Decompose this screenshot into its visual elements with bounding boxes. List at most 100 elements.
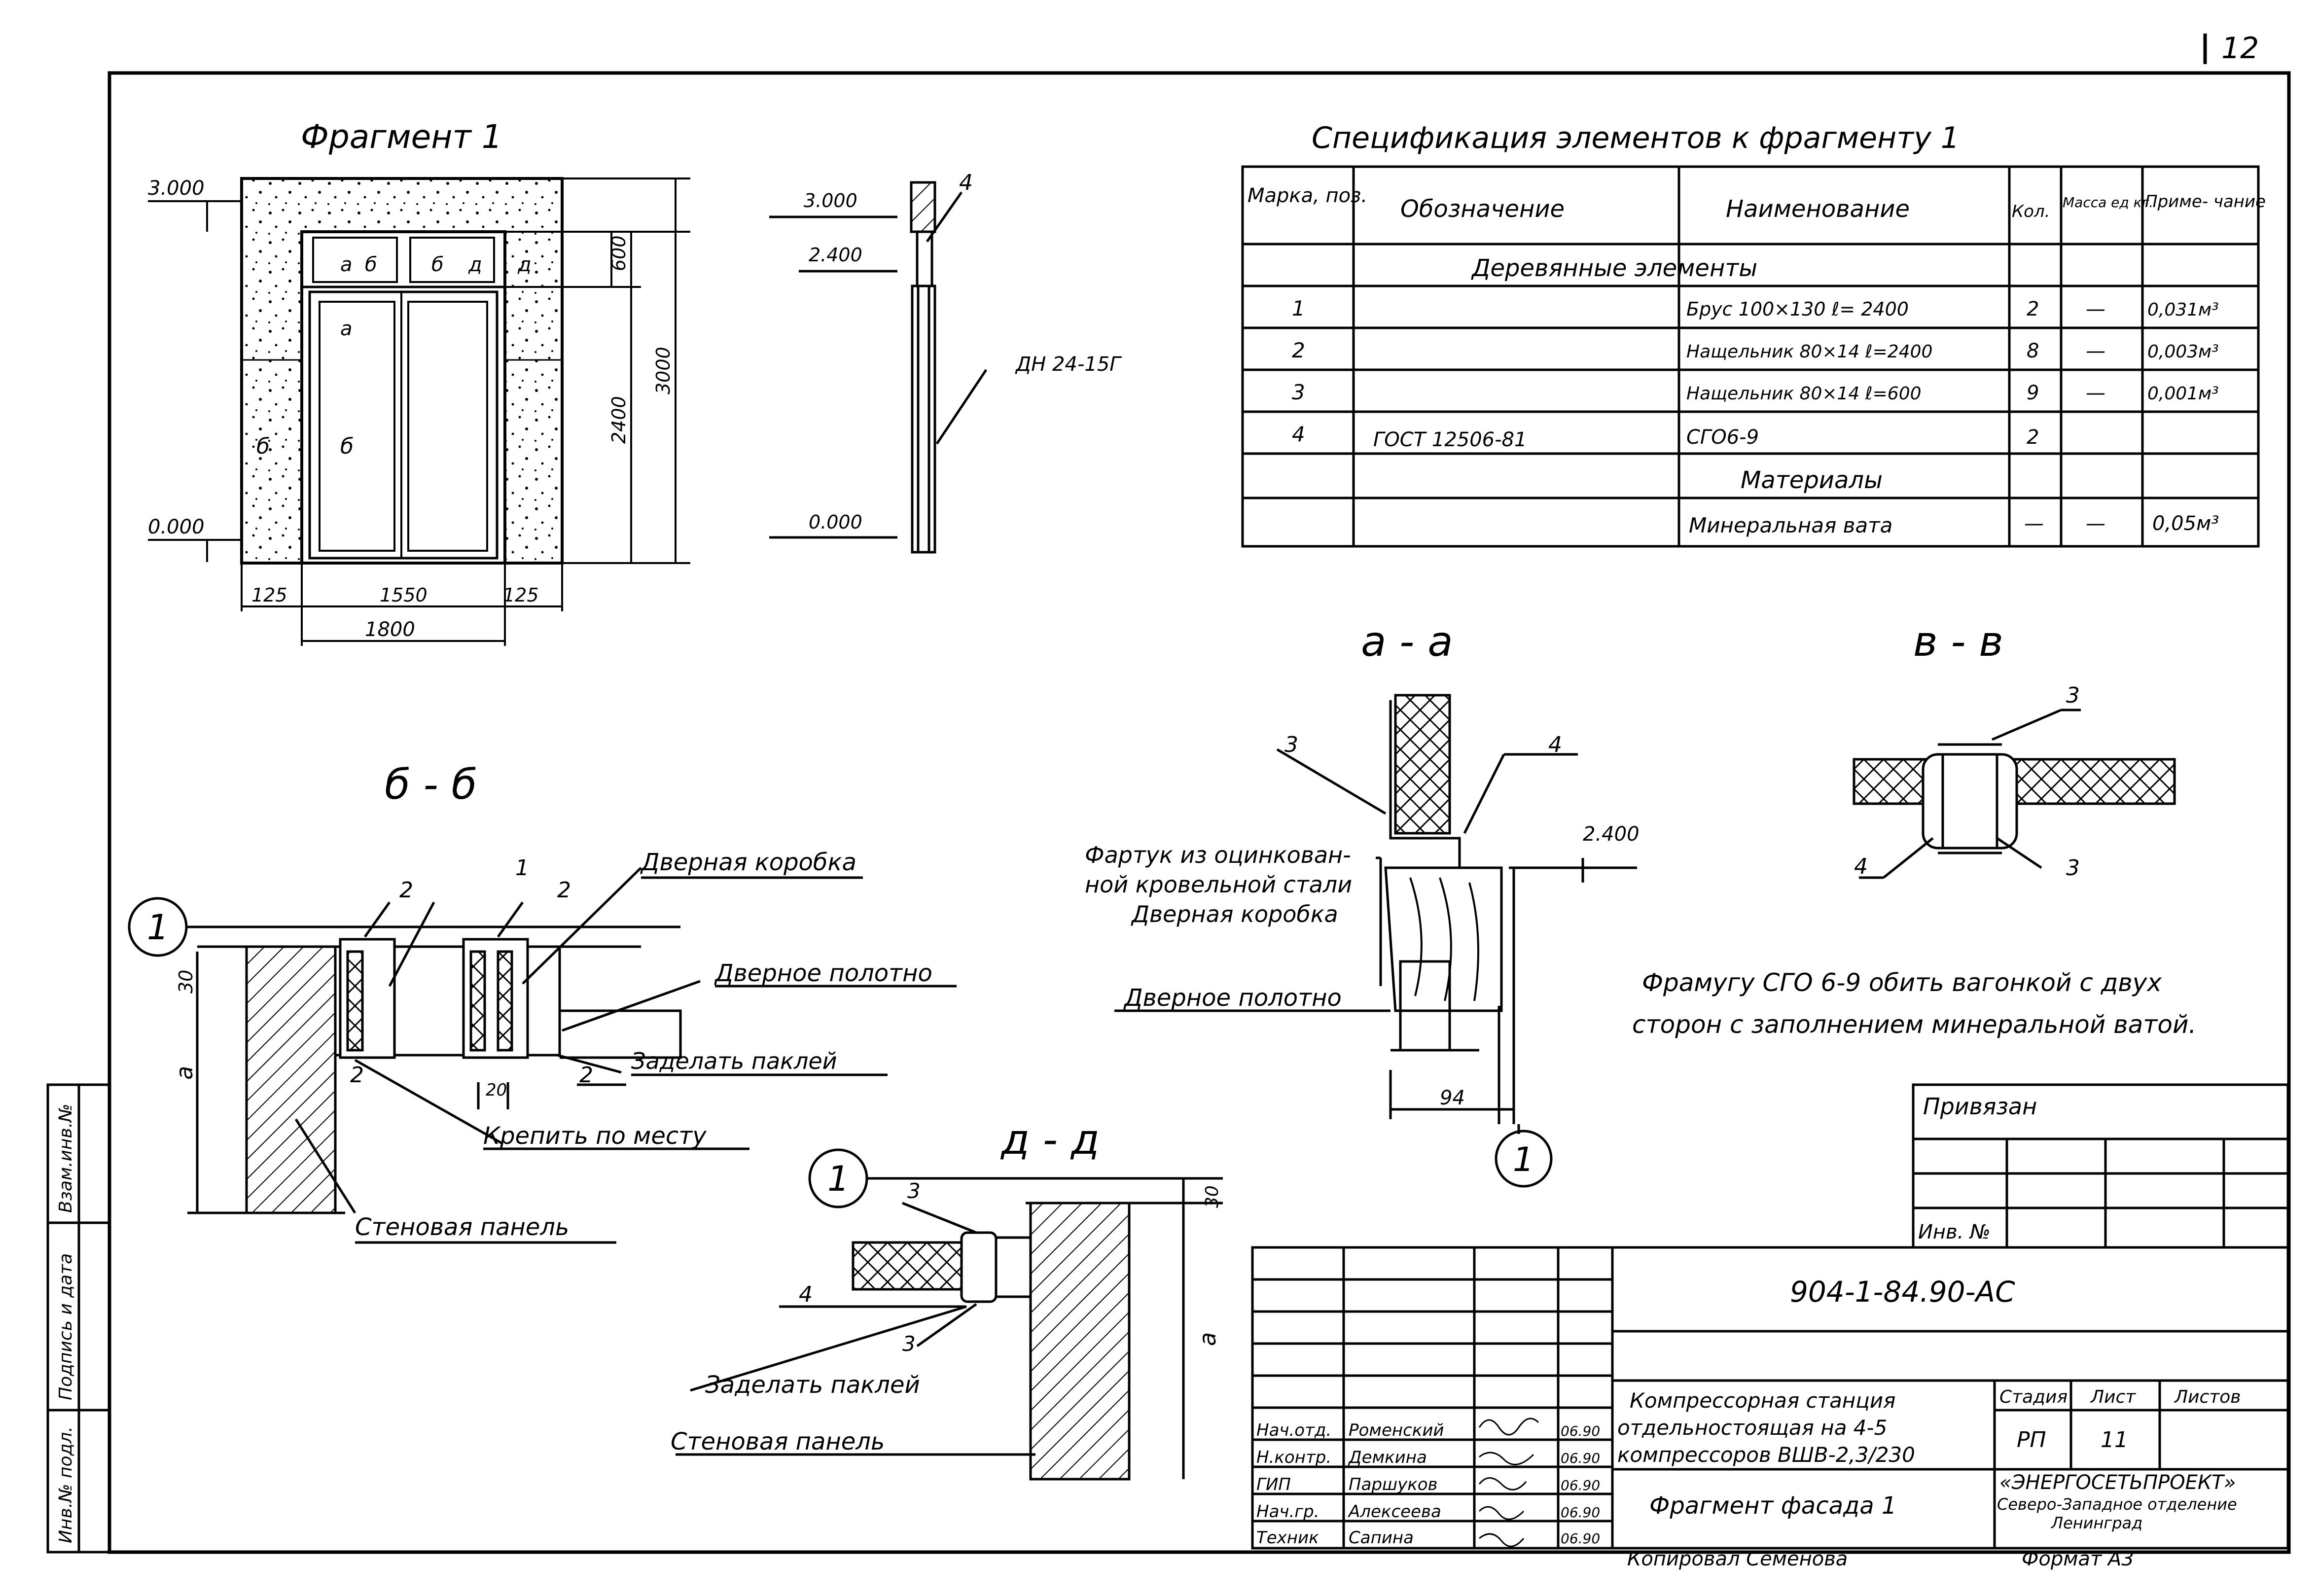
tb-inv-no: Инв. № bbox=[1918, 1221, 1991, 1243]
bb-drawing bbox=[128, 867, 957, 1244]
spec-h-mass: Масса ед кг. bbox=[2063, 194, 2153, 211]
spec-material-mass: — bbox=[2086, 512, 2105, 535]
tb-date: 06.90 bbox=[1561, 1423, 1600, 1439]
sheet-frame bbox=[107, 34, 2291, 1554]
aa-door-leaf: Дверное полотно bbox=[1123, 984, 1342, 1012]
tb-sheets-h: Листов bbox=[2174, 1387, 2241, 1407]
page-number: 12 bbox=[2221, 31, 2259, 66]
spec-material-note: 0,05м³ bbox=[2152, 512, 2219, 535]
bb-title: б - б bbox=[385, 760, 477, 809]
bb-door-leaf: Дверное полотно bbox=[714, 959, 932, 987]
elev-dim-600: 600 bbox=[608, 235, 630, 271]
tb-name: Демкина bbox=[1348, 1448, 1427, 1467]
elev-dim-125-right: 125 bbox=[503, 584, 539, 606]
elev-dim-1800: 1800 bbox=[365, 618, 415, 641]
tb-sheet: 11 bbox=[2101, 1427, 2128, 1453]
spec-row-qty: 2 bbox=[2027, 426, 2039, 449]
sect-door-label: ДН 24-15Г bbox=[1015, 353, 1122, 376]
spec-row-name: Брус 100×130 ℓ= 2400 bbox=[1686, 298, 1909, 320]
bb-callout-2d: 2 bbox=[579, 1063, 593, 1088]
tb-date: 06.90 bbox=[1561, 1504, 1600, 1521]
spec-h-name: Наименование bbox=[1726, 195, 1910, 223]
spec-row-pos: 4 bbox=[1292, 422, 1305, 446]
side-replace-inv: Взам.инв.№ bbox=[56, 1103, 76, 1213]
spec-row-note: 0,001м³ bbox=[2147, 384, 2219, 404]
elev-dim-3000: 3000 bbox=[652, 347, 674, 394]
vv-drawing bbox=[1853, 709, 2176, 879]
spec-row-mass: — bbox=[2086, 298, 2105, 320]
spec-group-wood: Деревянные элементы bbox=[1471, 254, 1757, 282]
dd-drawing bbox=[676, 1148, 1223, 1481]
tb-sheet-h: Лист bbox=[2090, 1387, 2136, 1407]
tb-date: 06.90 bbox=[1561, 1477, 1600, 1493]
spec-h-note: Приме- чание bbox=[2145, 192, 2266, 212]
tb-role: Н.контр. bbox=[1256, 1448, 1331, 1467]
tb-doc-code: 904-1-84.90-АС bbox=[1790, 1275, 2015, 1309]
spec-row-qty: 8 bbox=[2027, 340, 2039, 362]
aa-apron-2: ной кровельной стали bbox=[1085, 871, 1352, 898]
spec-row-note: 0,031м³ bbox=[2147, 300, 2219, 320]
aa-door-frame: Дверная коробка bbox=[1131, 901, 1338, 927]
tb-stage-h: Стадия bbox=[1999, 1387, 2068, 1407]
aa-dim-94: 94 bbox=[1440, 1087, 1465, 1109]
dd-callout-3b: 3 bbox=[902, 1332, 916, 1356]
elev-level-bottom: 0.000 bbox=[148, 516, 205, 538]
bb-dim-30: 30 bbox=[175, 970, 197, 993]
spec-row-pos: 3 bbox=[1292, 380, 1305, 404]
spec-rows: 1 Брус 100×130 ℓ= 2400 2 — 0,031м³ 2 Нащ… bbox=[1292, 296, 2219, 451]
elev-dim-125-left: 125 bbox=[251, 584, 287, 606]
dd-dim-a: а bbox=[1194, 1332, 1221, 1346]
tb-people: Нач.отд. Роменский 06.90 Н.контр. Демкин… bbox=[1256, 1420, 1600, 1548]
spec-group-materials: Материалы bbox=[1741, 466, 1883, 494]
tb-role: Техник bbox=[1256, 1528, 1319, 1548]
tb-date: 06.90 bbox=[1561, 1450, 1600, 1466]
spec-title: Спецификация элементов к фрагменту 1 bbox=[1312, 121, 1960, 155]
elev-level-top: 3.000 bbox=[148, 177, 205, 200]
aa-circle: 1 bbox=[1513, 1140, 1534, 1179]
spec-material-name: Минеральная вата bbox=[1689, 513, 1892, 537]
sect-level-3000: 3.000 bbox=[804, 190, 857, 212]
dd-callout-3a: 3 bbox=[907, 1179, 921, 1203]
bb-dim-20: 20 bbox=[486, 1080, 507, 1100]
tb-date: 06.90 bbox=[1561, 1530, 1600, 1547]
dd-seal: Заделать паклей bbox=[705, 1371, 920, 1399]
elev-mark-b-top2: б bbox=[431, 253, 444, 276]
aa-level: 2.400 bbox=[1583, 823, 1640, 846]
elev-dim-1550: 1550 bbox=[380, 584, 428, 606]
bb-wall: Стеновая панель bbox=[355, 1213, 569, 1241]
bb-callout-2b: 2 bbox=[557, 878, 571, 903]
bb-callout-2a: 2 bbox=[399, 878, 413, 903]
elev-mark-a-leaf: а bbox=[340, 318, 353, 340]
tb-name: Роменский bbox=[1349, 1420, 1444, 1440]
tb-project-3: компрессоров ВШВ-2,3/230 bbox=[1617, 1443, 1915, 1467]
side-inv-orig: Инв.№ подл. bbox=[56, 1426, 76, 1543]
vv-callout-3a: 3 bbox=[2066, 683, 2080, 708]
tb-privyazan: Привязан bbox=[1923, 1093, 2037, 1120]
bb-callout-2c: 2 bbox=[350, 1063, 364, 1088]
aa-title: а - а bbox=[1361, 617, 1453, 666]
door-section bbox=[769, 181, 988, 554]
vv-callout-3b: 3 bbox=[2066, 855, 2080, 881]
spec-row-name: СГО6-9 bbox=[1686, 426, 1759, 449]
dd-dim-30: 30 bbox=[1202, 1185, 1222, 1208]
aa-callout-3: 3 bbox=[1284, 732, 1298, 757]
dd-circle: 1 bbox=[827, 1159, 850, 1199]
spec-table-grid bbox=[1241, 165, 2260, 548]
side-stamp bbox=[46, 1083, 111, 1554]
tb-role: Нач.гр. bbox=[1256, 1502, 1319, 1522]
sect-level-0000: 0.000 bbox=[809, 511, 862, 533]
fragment-title: Фрагмент 1 bbox=[301, 118, 502, 156]
spec-material-qty: — bbox=[2024, 512, 2044, 535]
spec-header: Марка, поз. Обозначение Наименование Кол… bbox=[1248, 184, 2266, 223]
spec-row-name: Нащельник 80×14 ℓ=600 bbox=[1686, 384, 1922, 404]
tb-org-1: «ЭНЕРГОСЕТЬПРОЕКТ» bbox=[1999, 1471, 2236, 1494]
tb-org-2: Северо-Западное отделение bbox=[1997, 1495, 2237, 1514]
aa-drawing bbox=[1114, 694, 1637, 1188]
bb-callout-1: 1 bbox=[515, 855, 529, 881]
note-line2: сторон с заполнением минеральной ватой. bbox=[1632, 1010, 2196, 1039]
tb-role: Нач.отд. bbox=[1256, 1420, 1331, 1440]
tb-name: Сапина bbox=[1349, 1528, 1414, 1548]
aa-callout-4: 4 bbox=[1548, 732, 1562, 757]
title-block-grid bbox=[1251, 1083, 2289, 1550]
